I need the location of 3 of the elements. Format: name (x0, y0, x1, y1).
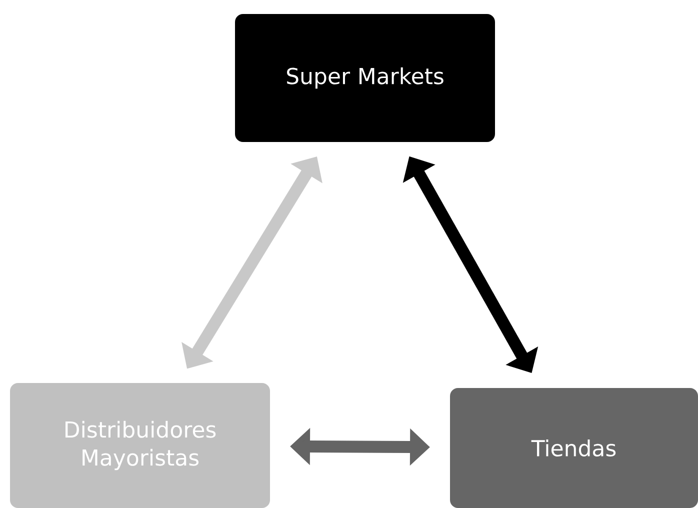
process-box: Distribuidores Mayoristas (10, 383, 270, 508)
process-box: Super Markets (235, 14, 495, 142)
process-box: Tiendas (450, 388, 698, 508)
